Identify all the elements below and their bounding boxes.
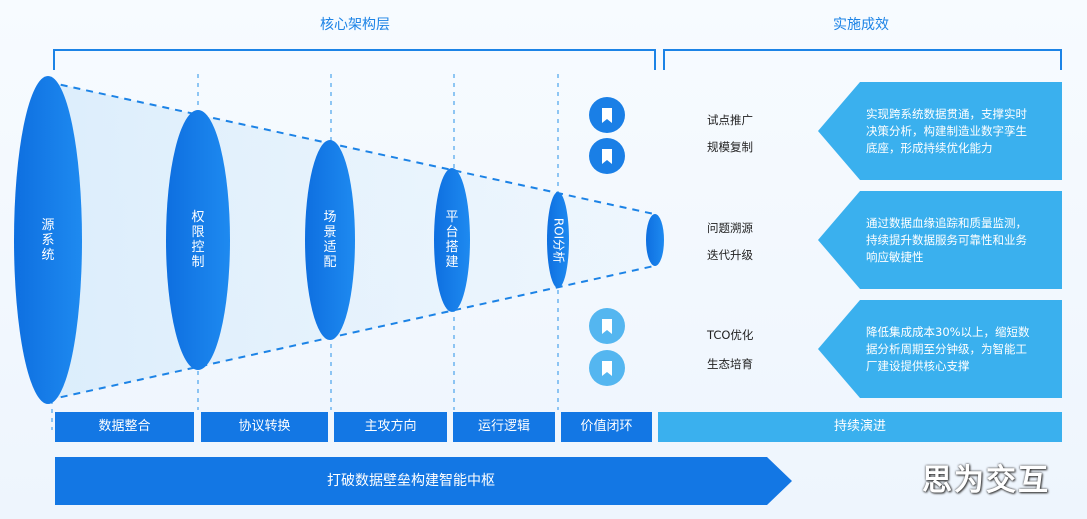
bookmark-icon xyxy=(589,350,625,386)
result-text-2: 通过数据血缘追踪和质量监测，持续提升数据服务可靠性和业务响应敏捷性 xyxy=(866,216,1027,264)
bar-data-integration: 数据整合 xyxy=(55,412,194,442)
pair-2-a: 问题溯源 xyxy=(707,221,753,235)
pair-1-a: 试点推广 xyxy=(707,113,753,127)
pair-3-b: 生态培育 xyxy=(707,357,753,371)
strategy-arrow-text: 打破数据壁垒构建智能中枢 xyxy=(327,473,495,489)
ellipse-tip xyxy=(646,214,664,266)
bookmark-icon xyxy=(589,308,625,344)
bar-main-direction: 主攻方向 xyxy=(334,412,447,442)
bar-run-logic: 运行逻辑 xyxy=(453,412,555,442)
result-box-3 xyxy=(818,300,1062,398)
result-text-3: 降低集成成本30%以上，缩短数据分析周期至分钟级，为智能工厂建设提供核心支撑 xyxy=(866,325,1030,373)
label-platform: 平台搭建 xyxy=(445,210,459,270)
bar-value-loop: 价值闭环 xyxy=(561,412,652,442)
core-layer-title: 核心架构层 xyxy=(320,17,390,33)
watermark: 思为交互 xyxy=(922,463,1050,498)
bookmark-icon xyxy=(589,138,625,174)
pair-3-a: TCO优化 xyxy=(707,328,754,342)
impact-bracket xyxy=(663,49,1062,70)
bar-sustain: 持续演进 xyxy=(658,412,1062,442)
ellipse-platform xyxy=(434,168,470,312)
label-scene: 场景适配 xyxy=(323,210,337,270)
result-box-2 xyxy=(818,191,1062,289)
core-bracket xyxy=(53,49,656,70)
ellipse-source xyxy=(14,76,82,404)
ellipse-roi xyxy=(547,192,569,288)
strategy-arrow xyxy=(55,457,792,505)
ellipse-permission xyxy=(166,110,230,370)
bar-protocol-conversion: 协议转换 xyxy=(201,412,328,442)
result-box-1 xyxy=(818,82,1062,180)
label-source: 源系统 xyxy=(41,218,55,263)
impact-title: 实施成效 xyxy=(833,17,889,33)
pair-2-b: 迭代升级 xyxy=(707,248,753,262)
ellipse-scene xyxy=(305,140,355,340)
pair-1-b: 规模复制 xyxy=(707,140,753,154)
result-text-1: 实现跨系统数据贯通，支撑实时决策分析，构建制造业数字孪生底座，形成持续优化能力 xyxy=(866,107,1027,155)
bookmark-icon xyxy=(589,97,625,133)
label-permission: 权限控制 xyxy=(191,210,205,270)
